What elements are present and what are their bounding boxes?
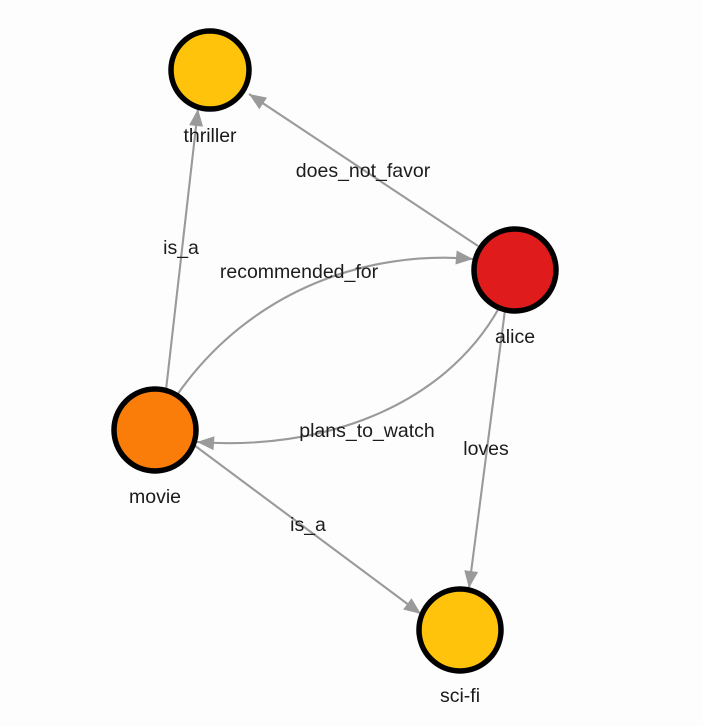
node-label-alice: alice [495, 326, 535, 348]
edge-label: is_a [163, 237, 199, 259]
edge-line [196, 307, 500, 445]
edge-line [176, 256, 474, 396]
node-labels-layer: thriller alice movie sci-fi [129, 125, 535, 707]
edge-arrowhead [403, 598, 421, 614]
graph-edge [193, 444, 422, 615]
edge-label: loves [463, 438, 509, 460]
nodes-layer [111, 28, 559, 674]
edges-layer [164, 93, 507, 615]
graph-node-alice[interactable] [471, 226, 559, 314]
edge-line [467, 309, 507, 589]
graph-edge [464, 309, 507, 589]
edge-labels-layer: does_not_favor is_a recommended_for plans_t… [163, 160, 509, 536]
edge-label: does_not_favor [296, 160, 431, 182]
graph-node-sci-fi[interactable] [416, 586, 504, 674]
edge-arrowhead [197, 436, 215, 451]
graph-edge [176, 250, 474, 396]
graph-node-thriller[interactable] [168, 28, 252, 112]
edge-line [164, 108, 200, 391]
graph-edge [196, 307, 500, 451]
node-label-sci-fi: sci-fi [440, 685, 480, 707]
edge-label: plans_to_watch [299, 420, 435, 442]
edge-label: recommended_for [220, 261, 379, 283]
edge-line [193, 444, 422, 615]
edge-line [248, 93, 479, 247]
edge-arrowhead [189, 109, 204, 127]
edge-label: is_a [290, 514, 326, 536]
node-label-thriller: thriller [183, 125, 237, 147]
edge-arrowhead [464, 570, 479, 588]
edge-arrowhead [249, 94, 268, 110]
node-label-movie: movie [129, 486, 181, 508]
graph-edge [164, 108, 204, 391]
edge-arrowhead [455, 250, 473, 265]
graph-node-movie[interactable] [111, 386, 199, 474]
graph-edge [248, 93, 479, 247]
